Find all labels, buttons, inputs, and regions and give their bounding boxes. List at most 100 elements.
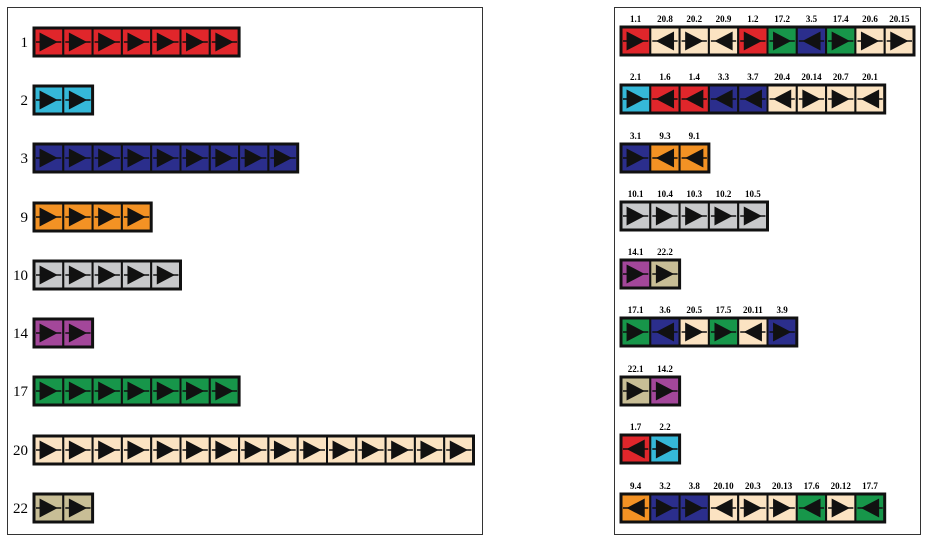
- segment-label: 3.3: [718, 72, 730, 82]
- arrow-right-icon: [68, 323, 88, 343]
- segment-block: [150, 143, 182, 173]
- arrow-right-icon: [714, 322, 733, 342]
- arrow-left-icon: [685, 148, 704, 168]
- chain-outline: [619, 200, 769, 232]
- arrow-right-icon: [626, 148, 645, 168]
- chain-block: [707, 84, 740, 114]
- segment-label: 10.1: [628, 189, 644, 199]
- chain-block: [825, 493, 857, 523]
- segment-label: 17.6: [804, 481, 820, 491]
- segment-label: 14.1: [628, 247, 644, 257]
- segment-label: 14.2: [657, 364, 673, 374]
- arrow-right-icon: [127, 381, 146, 401]
- chain-block: [707, 493, 740, 523]
- arrow-right-icon: [39, 148, 58, 168]
- arrow-left-icon: [714, 31, 733, 51]
- segment-block: [62, 202, 94, 232]
- chain-outline: [619, 25, 916, 57]
- chain-block: [620, 376, 652, 406]
- arrow-right-icon: [773, 322, 792, 342]
- arrow-right-icon: [98, 32, 117, 52]
- segment-block: [238, 435, 270, 465]
- arrow-left-icon: [655, 322, 675, 342]
- row-outline: [32, 259, 182, 291]
- segment-label: 17.4: [833, 14, 849, 24]
- chain-block: [678, 317, 710, 347]
- segment-block: [208, 376, 241, 406]
- segment-label: 3.7: [747, 72, 759, 82]
- segment-block: [62, 376, 94, 406]
- arrow-right-icon: [39, 265, 58, 285]
- row-label: 22: [13, 501, 28, 517]
- segment-label: 3.8: [689, 481, 701, 491]
- chain-outline: [619, 492, 887, 524]
- chain-block: [649, 84, 681, 114]
- arrow-right-icon: [626, 89, 645, 109]
- segment-label: 9.1: [689, 131, 701, 141]
- row-label: 14: [13, 326, 29, 342]
- row-outline: [32, 84, 95, 116]
- chain-block: [620, 317, 652, 347]
- arrow-left-icon: [714, 89, 733, 109]
- arrow-right-icon: [831, 89, 850, 109]
- segment-block: [33, 202, 65, 232]
- chain-outline: [619, 375, 682, 407]
- arrow-left-icon: [655, 89, 675, 109]
- segment-label: 17.1: [628, 305, 644, 315]
- row-outline: [32, 317, 95, 349]
- segment-block: [91, 260, 123, 290]
- arrow-right-icon: [215, 440, 234, 460]
- chain-block: [678, 201, 710, 231]
- chain-5: 14.1 22.2: [619, 247, 682, 290]
- segment-block: [443, 435, 475, 465]
- chain-block: [766, 26, 798, 56]
- arrow-right-icon: [156, 148, 175, 168]
- segment-row-14: 14: [13, 317, 95, 349]
- arrow-right-icon: [68, 90, 88, 110]
- chain-block: [649, 143, 681, 173]
- arrow-left-icon: [802, 498, 821, 518]
- arrow-right-icon: [186, 381, 205, 401]
- segment-block: [91, 435, 123, 465]
- segment-row-2: 2: [21, 84, 95, 116]
- chain-block: [737, 201, 769, 231]
- arrow-right-icon: [743, 31, 762, 51]
- arrow-right-icon: [655, 439, 675, 459]
- segment-label: 1.7: [630, 422, 642, 432]
- segment-label: 22.2: [657, 247, 673, 257]
- segment-block: [33, 318, 65, 348]
- arrow-right-icon: [68, 32, 88, 52]
- arrow-right-icon: [685, 322, 704, 342]
- segment-block: [179, 376, 211, 406]
- arrow-right-icon: [68, 440, 88, 460]
- arrow-right-icon: [685, 31, 704, 51]
- arrow-right-icon: [39, 381, 58, 401]
- segment-block: [150, 435, 182, 465]
- chain-block: [795, 84, 828, 114]
- segment-label: 3.6: [659, 305, 671, 315]
- chain-block: [678, 26, 710, 56]
- segment-block: [179, 143, 211, 173]
- segment-block: [120, 260, 153, 290]
- chain-block: [649, 317, 681, 347]
- row-outline: [32, 142, 300, 174]
- row-label: 2: [21, 93, 29, 109]
- arrow-right-icon: [215, 32, 234, 52]
- arrow-right-icon: [626, 206, 645, 226]
- arrow-right-icon: [127, 148, 146, 168]
- arrow-right-icon: [186, 148, 205, 168]
- segment-label: 1.6: [659, 72, 671, 82]
- segment-block: [384, 435, 416, 465]
- arrow-right-icon: [39, 90, 58, 110]
- segment-block: [62, 27, 94, 57]
- arrow-left-icon: [773, 89, 792, 109]
- arrow-right-icon: [860, 31, 880, 51]
- chain-block: [620, 493, 652, 523]
- chain-block: [620, 259, 652, 289]
- row-outline: [32, 375, 241, 407]
- arrow-right-icon: [626, 31, 645, 51]
